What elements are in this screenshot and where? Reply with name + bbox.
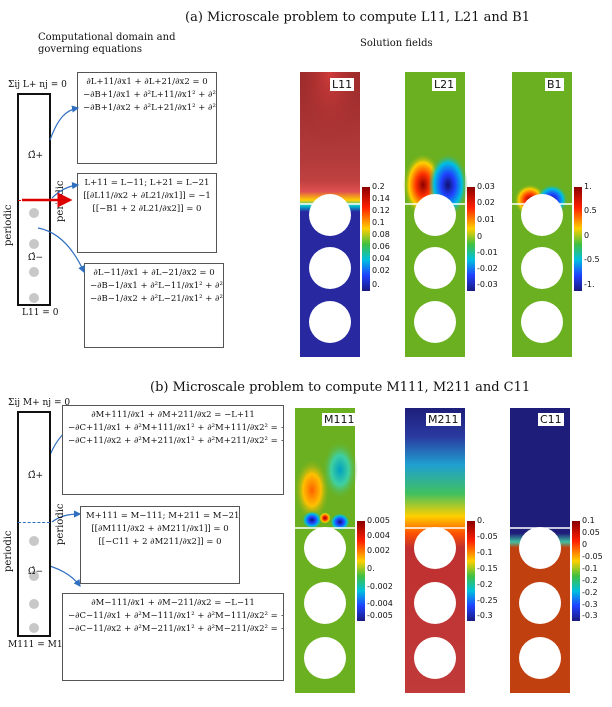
part-b-top-bc: Σij M+ nj = 0 (8, 398, 71, 408)
panel-b1 (512, 72, 572, 357)
panel-l11 (300, 72, 360, 357)
colorbar-l21 (467, 187, 475, 291)
inclusion (29, 623, 39, 633)
colorbar-b1 (574, 187, 582, 291)
inclusion (29, 293, 39, 303)
colorbar-c11 (572, 521, 580, 621)
part-b-omega-plus: Ω̂+ (28, 471, 44, 481)
part-b-bottom-bc: M111 = M111 ext (8, 640, 91, 650)
colorbar-m111 (357, 521, 365, 621)
part-a-eq-mid: L+11 = L−11; L+21 = L−21[[∂L11/∂x2 + ∂L2… (77, 173, 217, 253)
inclusion (29, 239, 39, 249)
label-l21: L21 (432, 78, 457, 91)
part-b-periodic-right: periodic (55, 503, 66, 545)
colorbar-l11 (362, 187, 370, 291)
part-b-title: (b) Microscale problem to compute M111, … (150, 380, 531, 395)
part-b-periodic-left: periodic (3, 530, 14, 572)
part-b-eq-mid: M+111 = M−111; M+211 = M−211[[∂M111/∂x2 … (80, 506, 240, 584)
panel-l21 (403, 72, 468, 357)
part-a-eq-bot: ∂L−11/∂x1 + ∂L−21/∂x2 = 0−∂B−1/∂x1 + ∂²L… (84, 263, 224, 348)
label-c11: C11 (538, 413, 564, 426)
part-a-eq-top: ∂L+11/∂x1 + ∂L+21/∂x2 = 0−∂B+1/∂x1 + ∂²L… (77, 72, 217, 164)
label-m111: M111 (322, 413, 357, 426)
inclusion (29, 267, 39, 277)
part-a-omega-minus: Ω̂− (28, 253, 44, 263)
inclusion (29, 599, 39, 609)
part-a-left-heading: Computational domain and governing equat… (38, 32, 176, 55)
part-a-title: (a) Microscale problem to compute L11, L… (185, 10, 531, 25)
label-l11: L11 (330, 78, 355, 91)
inclusion (29, 208, 39, 218)
part-a-right-heading: Solution fields (360, 38, 433, 49)
inclusion (29, 571, 39, 581)
inclusion (29, 536, 39, 546)
panel-c11 (510, 408, 570, 693)
label-b1: B1 (545, 78, 564, 91)
colorbar-m211 (467, 521, 475, 621)
part-a-omega-plus: Ω̂+ (28, 151, 44, 161)
part-a-top-bc: Σij L+ nj = 0 (8, 80, 67, 90)
label-m211: M211 (426, 413, 461, 426)
part-b-eq-bot: ∂M−111/∂x1 + ∂M−211/∂x2 = −L−11−∂C−11/∂x… (62, 593, 284, 681)
part-b-domain (17, 411, 51, 637)
panel-m211 (405, 408, 465, 693)
part-a-bottom-bc: L11 = 0 (22, 308, 59, 318)
part-b-eq-top: ∂M+111/∂x1 + ∂M+211/∂x2 = −L+11−∂C+11/∂x… (62, 405, 284, 495)
part-b-interface-line (18, 522, 50, 523)
panel-m111 (294, 408, 358, 693)
part-b-omega-minus: Ω̂− (28, 567, 44, 577)
